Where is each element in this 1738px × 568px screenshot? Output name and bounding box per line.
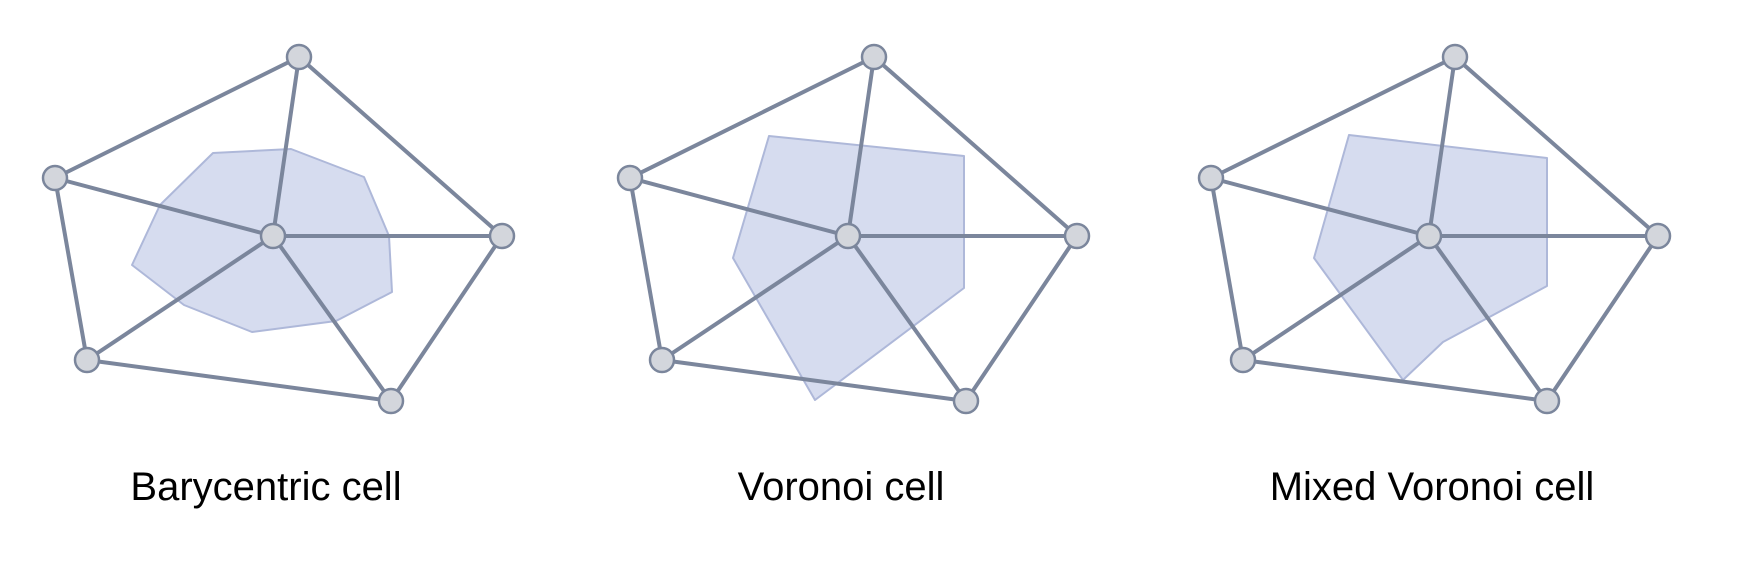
boundary-edge-bottom-right xyxy=(1545,234,1660,403)
spoke-edge-upper-left xyxy=(628,176,850,238)
spoke-edge-top xyxy=(271,55,301,238)
vertex-lower-left xyxy=(648,346,676,374)
boundary-edge-right xyxy=(872,55,1079,238)
boundary-edge-right xyxy=(297,55,504,238)
boundary-edge-top xyxy=(628,55,876,180)
vertex-top xyxy=(285,43,313,71)
vertex-lower-left xyxy=(1229,346,1257,374)
spoke-edge-lower-left xyxy=(660,234,850,362)
voronoi-cell-region xyxy=(732,135,965,401)
spoke-edge-lower-left xyxy=(1241,234,1431,362)
vertex-bottom-right xyxy=(377,387,405,415)
spoke-edge-top xyxy=(1427,55,1457,238)
vertex-lower-left xyxy=(73,346,101,374)
boundary-edge-bottom-right xyxy=(964,234,1079,403)
boundary-edge-upper-left xyxy=(53,176,89,362)
boundary-edge-right xyxy=(1453,55,1660,238)
vertex-right xyxy=(1063,222,1091,250)
mixed-voronoi-panel: Mixed Voronoi cell xyxy=(1197,43,1672,509)
vertex-top xyxy=(1441,43,1469,71)
boundary-edge-upper-left xyxy=(628,176,664,362)
panel-caption: Voronoi cell xyxy=(738,465,945,509)
mesh xyxy=(616,43,1091,415)
boundary-edge-top xyxy=(1209,55,1457,180)
boundary-edge-bottom-right xyxy=(389,234,504,403)
vertex-right xyxy=(488,222,516,250)
vertex-upper-left xyxy=(1197,164,1225,192)
panel-caption: Mixed Voronoi cell xyxy=(1270,465,1595,509)
mesh xyxy=(1197,43,1672,415)
spoke-edge-upper-left xyxy=(53,176,275,238)
mixed-voronoi-cell-region xyxy=(1313,134,1548,381)
boundary-edge-top xyxy=(53,55,301,180)
spoke-edge-bottom-right xyxy=(846,234,968,403)
vertex-top xyxy=(860,43,888,71)
spoke-edge-bottom-right xyxy=(1427,234,1549,403)
spoke-edge-upper-left xyxy=(1209,176,1431,238)
boundary-edge-lower-left xyxy=(660,358,968,403)
vertex-upper-left xyxy=(41,164,69,192)
vertex-center xyxy=(834,222,862,250)
mesh xyxy=(41,43,516,415)
vertex-upper-left xyxy=(616,164,644,192)
vertex-center xyxy=(1415,222,1443,250)
spoke-edge-top xyxy=(846,55,876,238)
spoke-edge-lower-left xyxy=(85,234,275,362)
boundary-edge-upper-left xyxy=(1209,176,1245,362)
panel-caption: Barycentric cell xyxy=(130,465,401,509)
vertex-bottom-right xyxy=(952,387,980,415)
vertex-bottom-right xyxy=(1533,387,1561,415)
voronoi-panel: Voronoi cell xyxy=(616,43,1091,509)
vertex-right xyxy=(1644,222,1672,250)
boundary-edge-lower-left xyxy=(85,358,393,403)
spoke-edge-bottom-right xyxy=(271,234,393,403)
barycentric-panel: Barycentric cell xyxy=(41,43,516,509)
boundary-edge-lower-left xyxy=(1241,358,1549,403)
vertex-center xyxy=(259,222,287,250)
